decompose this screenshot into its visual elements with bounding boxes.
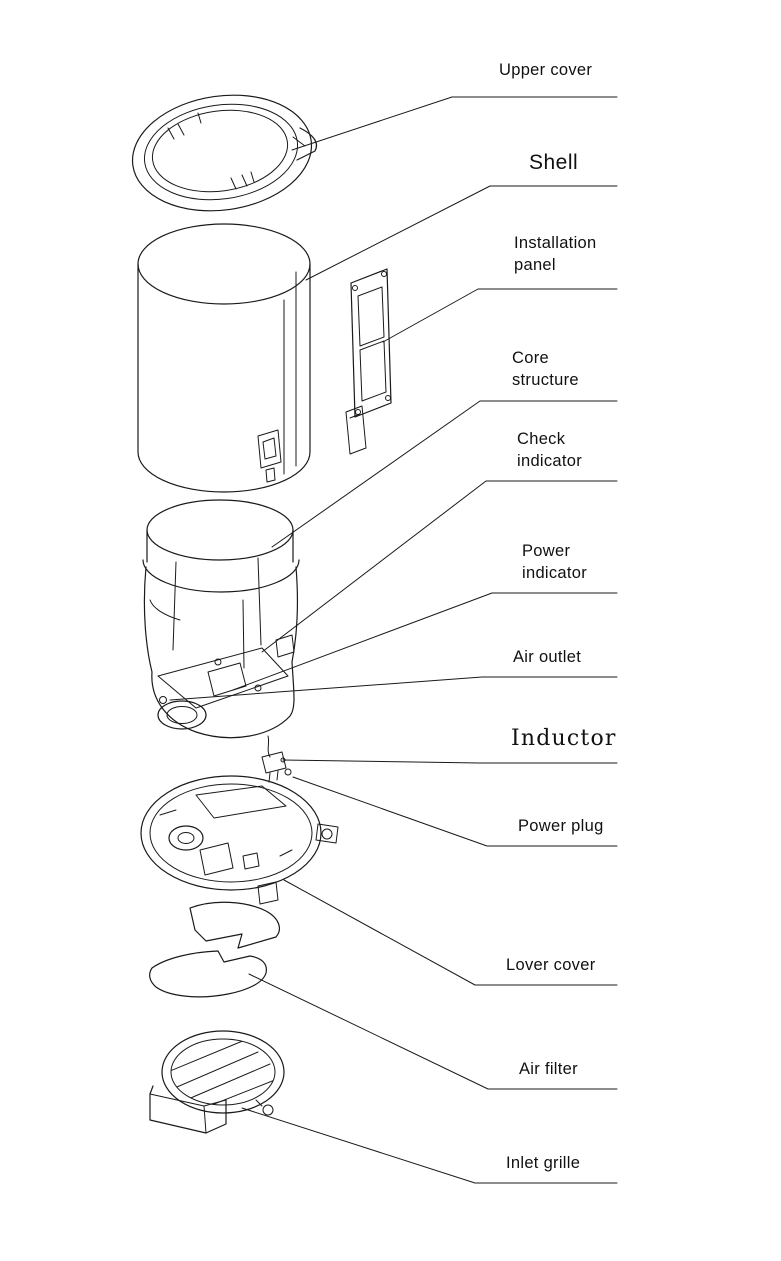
- leader-lover-cover: [283, 879, 618, 986]
- label-inductor: Inductor: [511, 726, 617, 751]
- lower-cover-drawing: [140, 775, 339, 905]
- label-check-indicator: Check indicator: [517, 430, 583, 470]
- shell-drawing: [137, 223, 311, 493]
- upper-cover-drawing: [131, 94, 318, 212]
- leader-inlet-grille: [241, 1107, 618, 1184]
- core-structure-drawing: [142, 499, 300, 783]
- label-core-structure: Core structure: [512, 349, 579, 389]
- label-air-outlet: Air outlet: [513, 648, 582, 666]
- leader-lines: [169, 96, 618, 1184]
- leader-air-filter: [248, 973, 618, 1090]
- label-power-indicator: Power indicator: [522, 542, 588, 582]
- label-power-plug: Power plug: [518, 817, 604, 835]
- label-inlet-grille: Inlet grille: [506, 1154, 581, 1172]
- leader-power-plug: [292, 776, 618, 847]
- installation-panel-drawing: [345, 268, 392, 455]
- leader-core-structure: [271, 400, 618, 548]
- label-lover-cover: Lover cover: [506, 956, 596, 974]
- leader-upper-cover: [291, 96, 618, 151]
- air-filter-drawing: [149, 901, 280, 998]
- leader-check-indicator: [261, 480, 618, 653]
- leader-power-indicator: [232, 592, 618, 691]
- label-upper-cover: Upper cover: [499, 61, 593, 79]
- leader-installation-panel: [382, 288, 618, 343]
- label-air-filter: Air filter: [519, 1060, 578, 1078]
- leader-inductor: [282, 759, 618, 764]
- inlet-grille-drawing: [149, 1030, 285, 1134]
- label-installation-panel: Installation panel: [514, 234, 597, 274]
- label-shell: Shell: [529, 151, 579, 174]
- leader-air-outlet: [169, 676, 618, 701]
- leader-shell: [305, 185, 618, 281]
